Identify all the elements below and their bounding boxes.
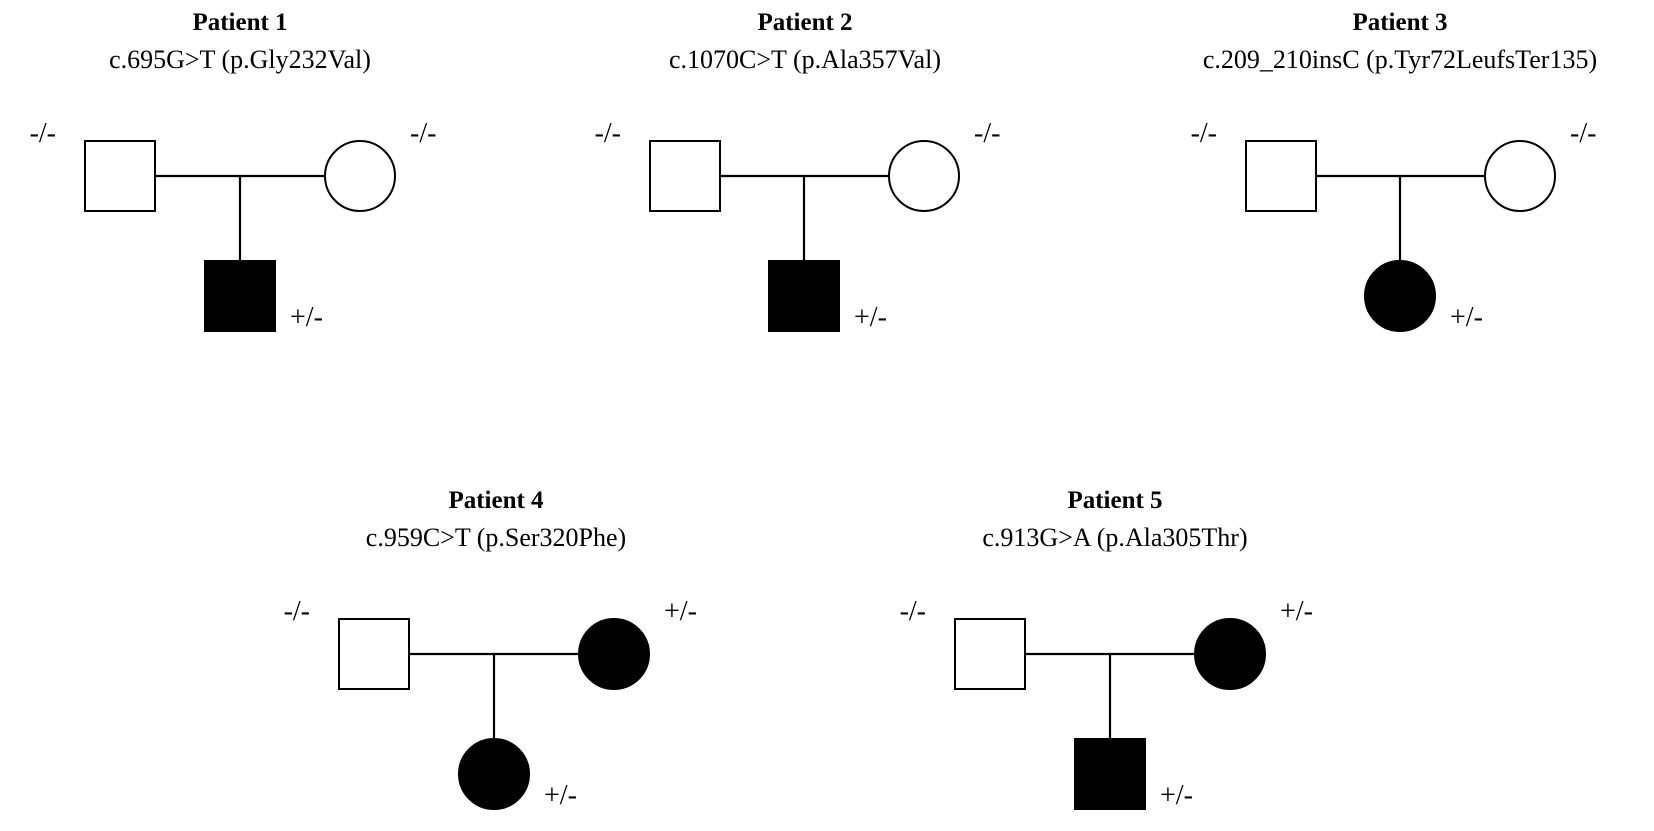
patient-5-variant: c.913G>A (p.Ala305Thr) bbox=[982, 523, 1247, 552]
patient-5-title: Patient 5 bbox=[1067, 487, 1162, 514]
patient-4-father-male-symbol bbox=[338, 618, 410, 690]
patient-3-father-male-symbol bbox=[1245, 140, 1317, 212]
patient-5-mother-genotype: +/- bbox=[1280, 596, 1313, 627]
patient-5-child-male-symbol bbox=[1074, 738, 1146, 810]
patient-2-child-male-symbol bbox=[768, 260, 840, 332]
patient-2-title: Patient 2 bbox=[757, 9, 852, 36]
patient-2-mother-genotype: -/- bbox=[974, 118, 1000, 149]
patient-1-child-genotype: +/- bbox=[290, 302, 323, 333]
patient-3-father-genotype: -/- bbox=[1191, 118, 1217, 149]
patient-1-father-male-symbol bbox=[84, 140, 156, 212]
patient-5-mother-female-symbol bbox=[1194, 618, 1266, 690]
patient-1-father-genotype: -/- bbox=[30, 118, 56, 149]
patient-2-father-male-symbol bbox=[649, 140, 721, 212]
patient-5-father-male-symbol bbox=[954, 618, 1026, 690]
patient-3-mother-female-symbol bbox=[1484, 140, 1556, 212]
patient-3-child-genotype: +/- bbox=[1450, 302, 1483, 333]
patient-3-mother-genotype: -/- bbox=[1570, 118, 1596, 149]
patient-4-mother-female-symbol bbox=[578, 618, 650, 690]
patient-4-title: Patient 4 bbox=[448, 487, 544, 514]
patient-3-title: Patient 3 bbox=[1352, 9, 1447, 36]
patient-2-variant: c.1070C>T (p.Ala357Val) bbox=[669, 45, 941, 74]
patient-1-mother-female-symbol bbox=[324, 140, 396, 212]
patient-1-title: Patient 1 bbox=[192, 9, 287, 36]
patient-3-child-female-symbol bbox=[1364, 260, 1436, 332]
patient-5-father-genotype: -/- bbox=[900, 596, 926, 627]
patient-1-variant: c.695G>T (p.Gly232Val) bbox=[109, 45, 371, 74]
patient-3-variant: c.209_210insC (p.Tyr72LeufsTer135) bbox=[1203, 45, 1597, 74]
patient-5-child-genotype: +/- bbox=[1160, 780, 1193, 811]
patient-4-child-female-symbol bbox=[458, 738, 530, 810]
patient-1-child-male-symbol bbox=[204, 260, 276, 332]
patient-4-father-genotype: -/- bbox=[284, 596, 310, 627]
patient-2-child-genotype: +/- bbox=[854, 302, 887, 333]
patient-4-mother-genotype: +/- bbox=[664, 596, 697, 627]
patient-4-variant: c.959C>T (p.Ser320Phe) bbox=[366, 523, 626, 552]
patient-1-mother-genotype: -/- bbox=[410, 118, 436, 149]
patient-2-mother-female-symbol bbox=[888, 140, 960, 212]
patient-4-child-genotype: +/- bbox=[544, 780, 577, 811]
patient-2-father-genotype: -/- bbox=[595, 118, 621, 149]
